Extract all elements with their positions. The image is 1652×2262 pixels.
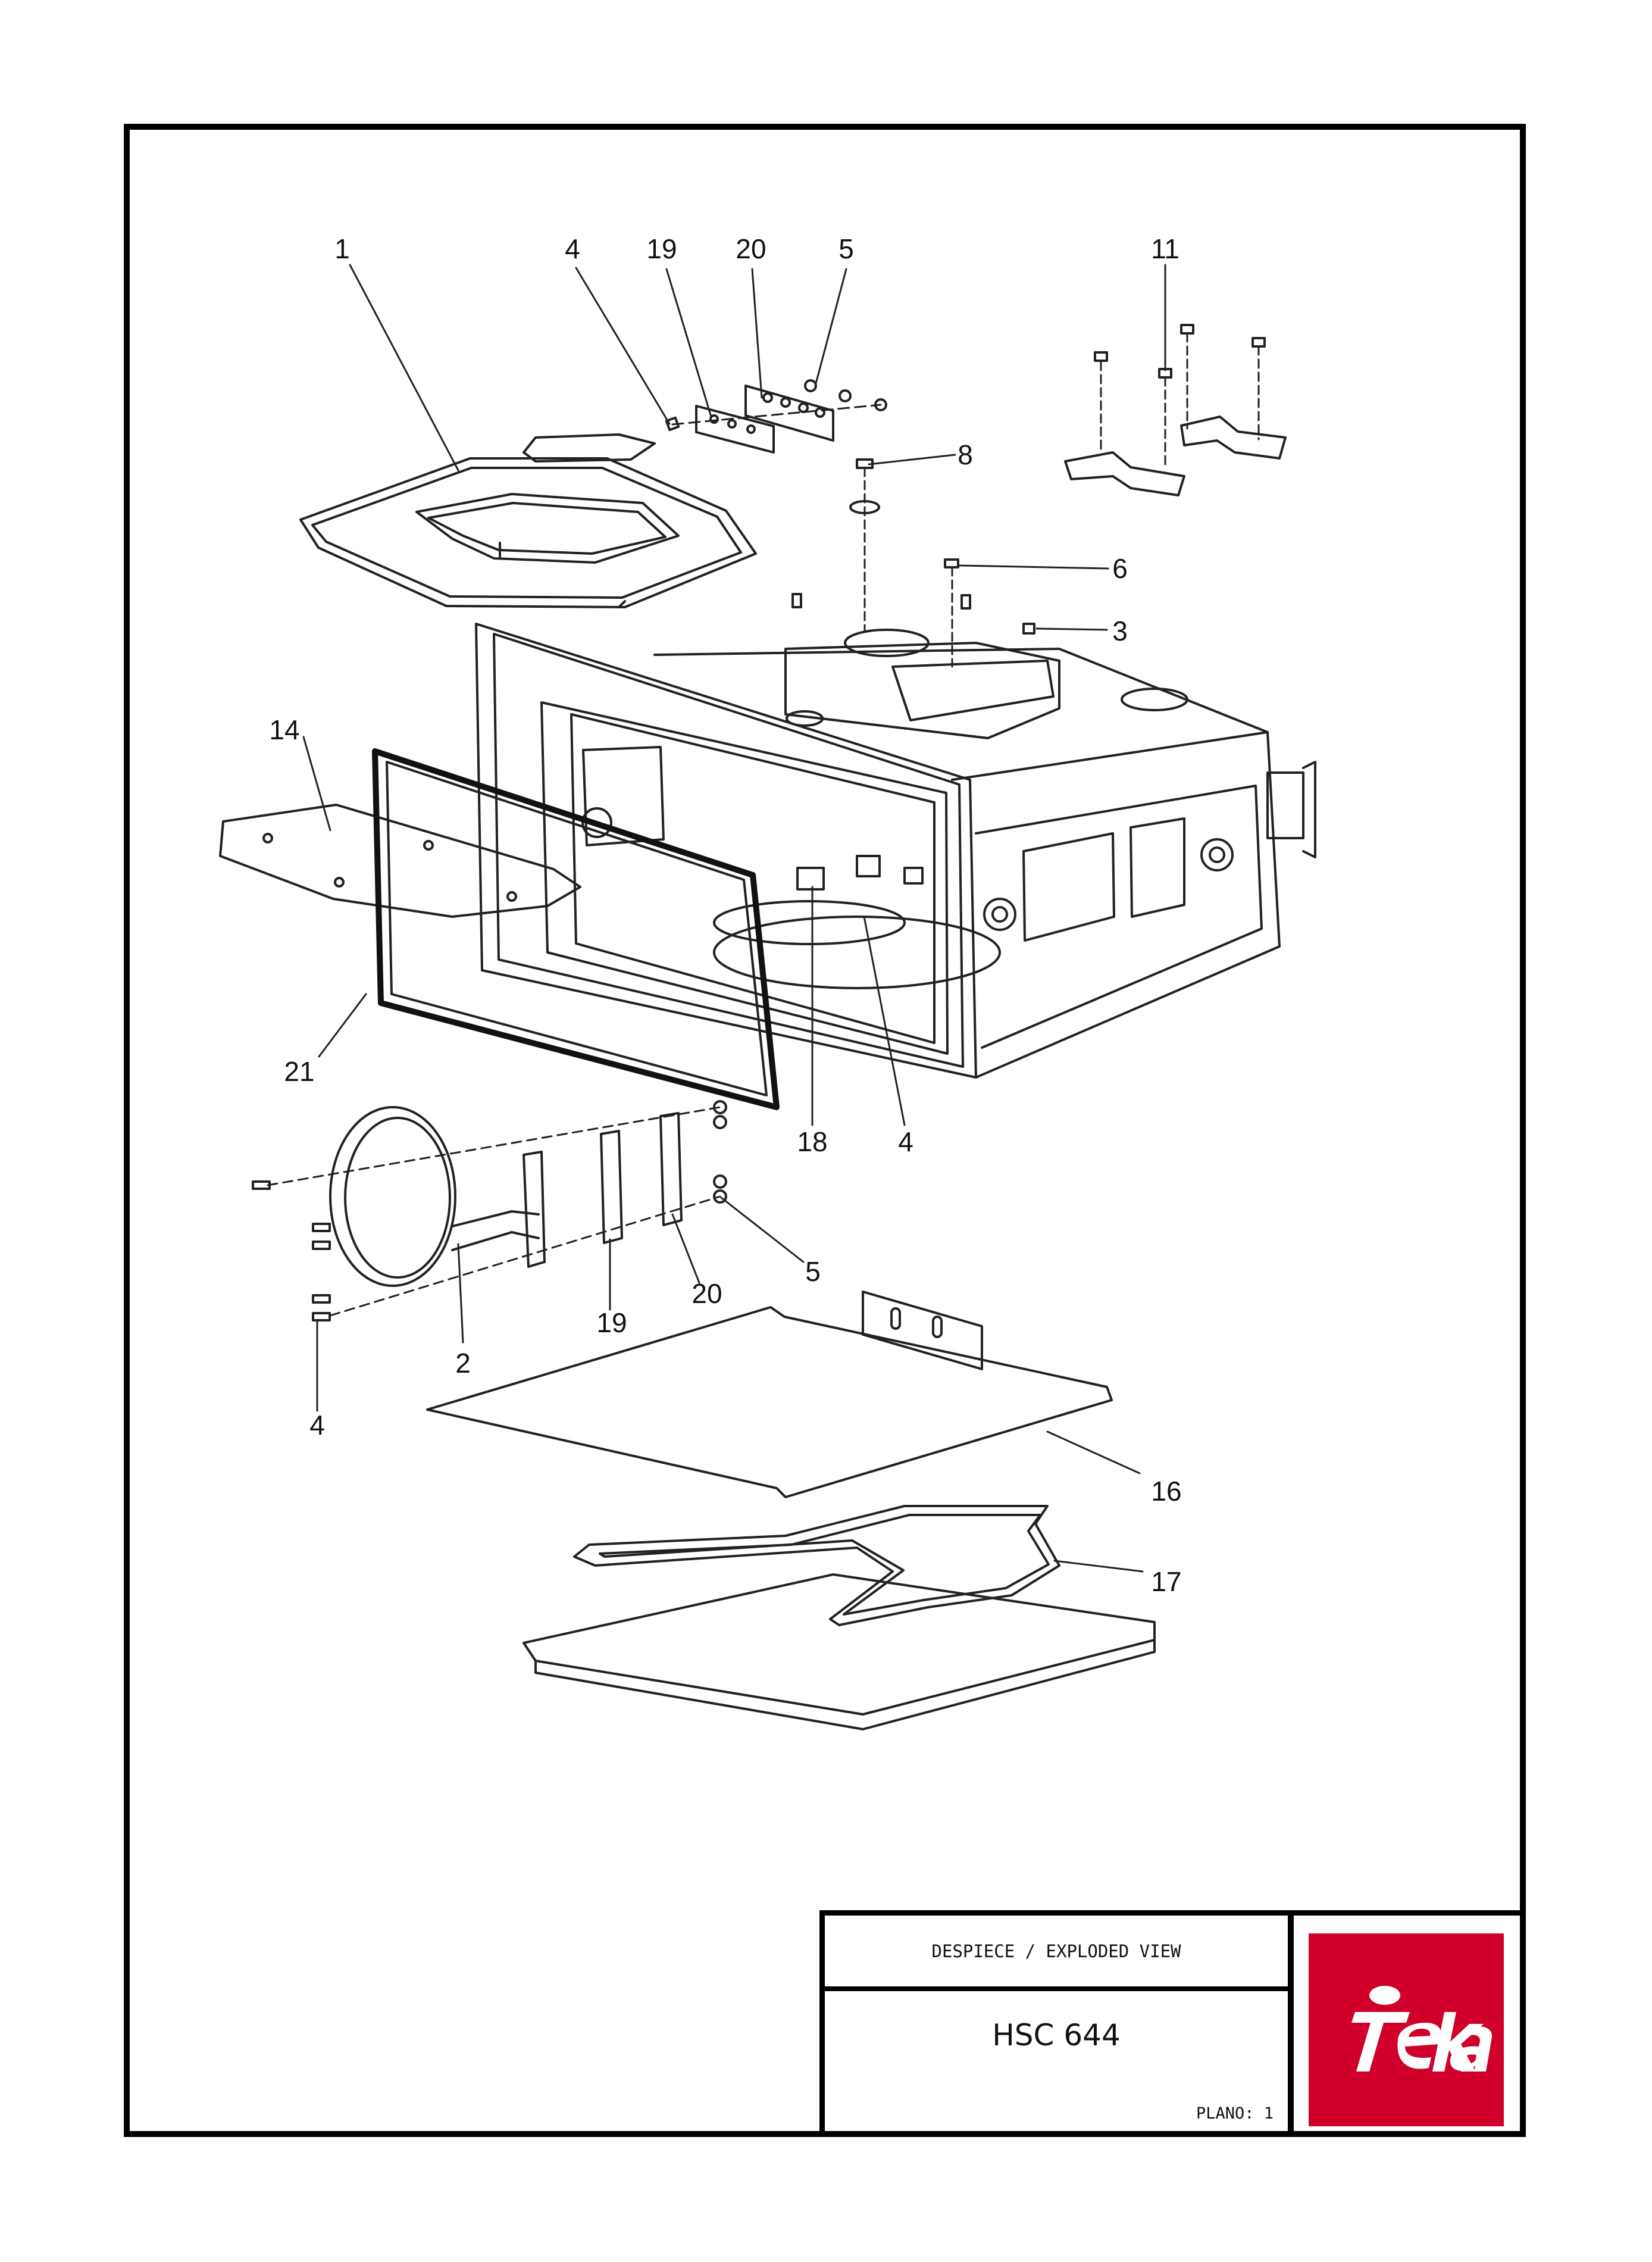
callout-label: 8 (958, 439, 973, 470)
top-screws (791, 458, 1035, 668)
oven-cavity (475, 623, 1316, 1079)
door-gasket (372, 748, 780, 1110)
cover-plate (219, 804, 581, 918)
teka-logo-icon (1351, 1986, 1493, 2072)
callout-label: 17 (1151, 1566, 1182, 1597)
title-block: DESPIECE / EXPLODED VIEW HSC 644 PLANO: … (819, 1910, 1526, 2137)
circular-element (252, 1100, 727, 1321)
callout-label: 1 (334, 233, 350, 264)
callout-label: 16 (1151, 1476, 1182, 1507)
sheet-number: PLANO: 1 (1196, 2104, 1274, 2123)
callout-label: 5 (838, 233, 854, 264)
callout-label: 20 (736, 233, 766, 264)
callout-label: 11 (1151, 233, 1179, 264)
side-brackets (1064, 324, 1287, 496)
callout-label: 19 (596, 1307, 627, 1338)
leader-lines (302, 264, 1166, 1573)
teka-logo (1309, 1933, 1504, 2126)
callout-label: 3 (1112, 616, 1128, 646)
callout-label: 18 (797, 1126, 828, 1157)
bottom-tray (522, 1573, 1156, 1730)
callout-label: 4 (309, 1410, 325, 1441)
callout-label: 2 (455, 1348, 471, 1379)
drawing-type-label: DESPIECE / EXPLODED VIEW (825, 1916, 1288, 1991)
lower-heating-element (573, 1505, 1060, 1626)
callout-label: 5 (805, 1256, 821, 1287)
bottom-plate (426, 1291, 1113, 1498)
callout-label: 21 (284, 1056, 315, 1087)
title-block-info: DESPIECE / EXPLODED VIEW HSC 644 PLANO: … (819, 1910, 1291, 2137)
top-grill-element (299, 433, 757, 608)
callout-label: 6 (1112, 553, 1128, 584)
model-number: HSC 644 (992, 2018, 1121, 2052)
callout-label: 4 (565, 233, 580, 264)
callout-label: 14 (269, 714, 300, 745)
brand-cell (1291, 1910, 1526, 2137)
callout-label: 20 (692, 1278, 722, 1309)
drawing-frame (124, 124, 1526, 2137)
callout-label: 19 (646, 233, 677, 264)
callout-label: 4 (898, 1126, 913, 1157)
top-terminal-brackets (665, 379, 887, 454)
